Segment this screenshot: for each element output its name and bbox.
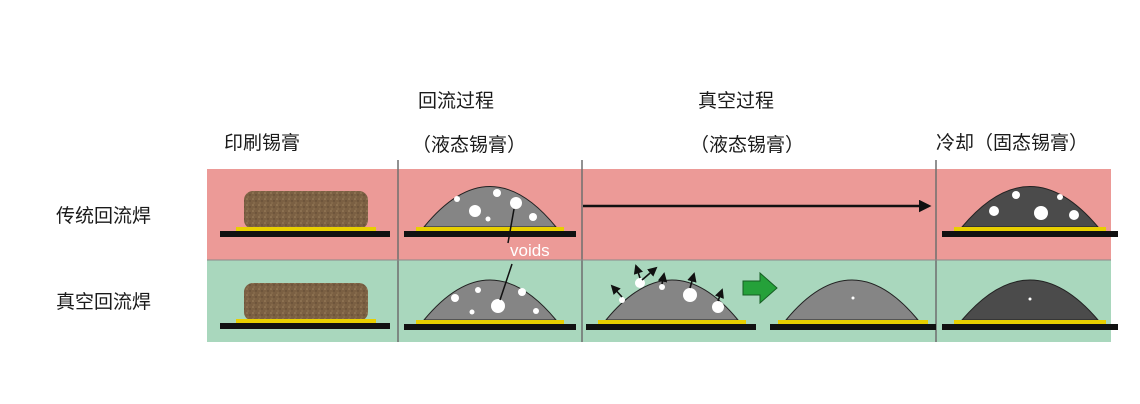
solder-paste-print-vacuum (220, 283, 390, 329)
row-label-traditional: 传统回流焊 (56, 205, 152, 227)
solder-dome-reflow-traditional (404, 186, 576, 237)
column-header-reflow-line1: 回流过程 (418, 90, 495, 112)
solder-paste-print-traditional (220, 191, 390, 237)
solder-dome-cool-vacuum (942, 279, 1118, 330)
voids-pointer-line (499, 263, 513, 301)
voids-pointer-line (507, 208, 515, 244)
column-header-vacuum-line1: 真空过程 (698, 90, 775, 112)
solder-dome-reflow-vacuum (404, 279, 576, 330)
column-header-reflow-line2: （液态锡膏） (412, 134, 527, 156)
column-header-print: 印刷锡膏 (224, 132, 301, 154)
column-header-vacuum-line2: （液态锡膏） (690, 134, 805, 156)
green-process-arrow (742, 271, 778, 305)
row-label-vacuum: 真空回流焊 (56, 291, 152, 313)
solder-dome-vacuum-voidfree (770, 279, 936, 330)
solder-dome-vacuum-escaping (586, 264, 756, 330)
voids-annotation: voids (510, 241, 550, 260)
column-header-cool: 冷却（固态锡膏） (936, 132, 1089, 154)
solder-dome-cool-traditional (942, 186, 1118, 237)
